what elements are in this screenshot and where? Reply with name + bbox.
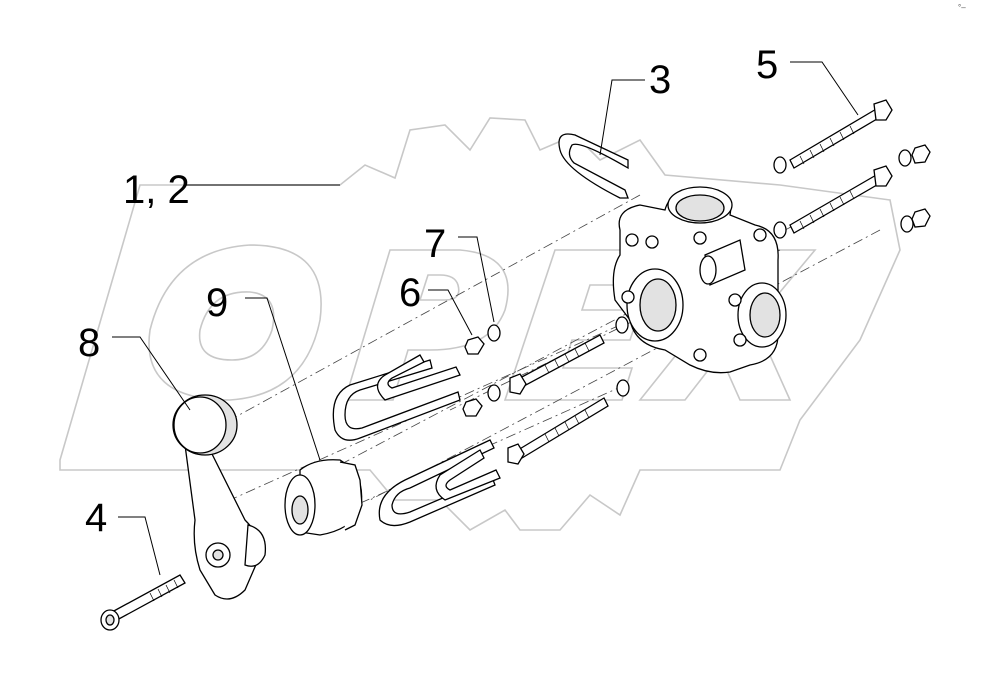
leader-8 (112, 336, 191, 411)
washers-middle (462, 316, 630, 417)
callout-6: 6 (399, 271, 421, 315)
long-bolt-upper-a (789, 99, 893, 169)
watermark-gear-outline (59, 117, 901, 531)
callout-3: 3 (649, 58, 671, 102)
callout-9: 9 (206, 281, 228, 325)
washers-upper (773, 144, 931, 239)
callout-8: 8 (78, 321, 100, 365)
leader-6 (428, 289, 473, 336)
long-bolt-upper-b (789, 165, 893, 234)
callout-7: 7 (424, 222, 446, 266)
callout-5: 5 (756, 43, 778, 87)
watermark-letter-o (148, 244, 322, 401)
u-bolt-lower-a (332, 354, 461, 441)
leader-9 (245, 297, 321, 461)
u-bolt-upper (558, 133, 629, 199)
callout-4: 4 (85, 496, 107, 540)
leader-5 (790, 61, 859, 116)
callout-1-2: 1, 2 (123, 168, 190, 212)
watermark-letter-p (343, 249, 509, 401)
leader-4 (118, 516, 161, 576)
leader-7 (458, 236, 495, 323)
callout-labels: 1, 2 3 4 5 6 7 8 9 (78, 43, 778, 540)
corner-mark: °‒ (958, 3, 966, 12)
socket-head-screw (100, 574, 186, 631)
valve-housing (612, 186, 787, 374)
lever-handle (172, 394, 267, 600)
leader-3 (599, 79, 645, 156)
long-bolt-middle (509, 334, 605, 395)
bushing (284, 459, 363, 536)
u-bolt-lower-b (378, 439, 501, 527)
long-bolt-lower (507, 397, 609, 465)
leader-lines (112, 61, 859, 576)
